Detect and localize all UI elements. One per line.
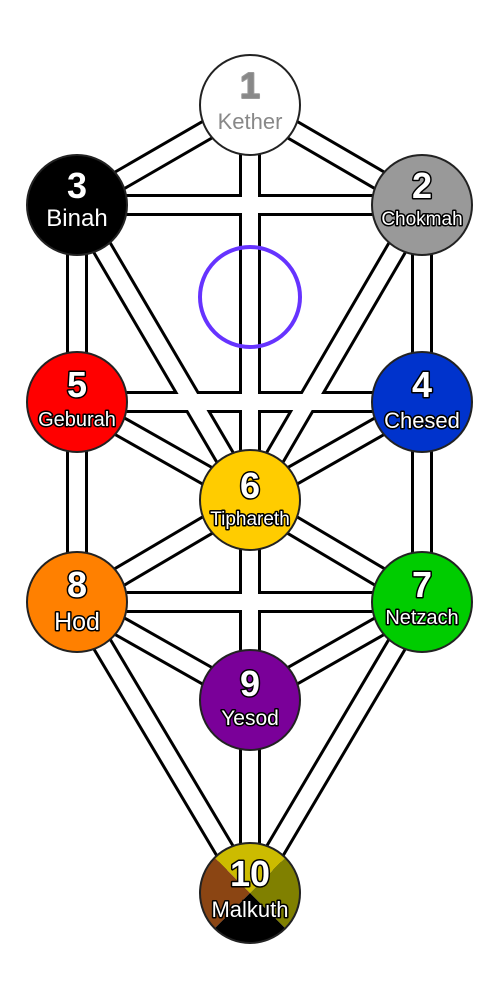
- sephira-chesed: 4 Chesed: [371, 351, 473, 453]
- yesod-number: 9: [240, 663, 260, 704]
- sephira-netzach: 7 Netzach: [371, 551, 473, 653]
- path-chokmah-tiphareth: [243, 200, 429, 505]
- chokmah-name: Chokmah: [381, 209, 462, 230]
- tiphareth-name: Tiphareth: [210, 509, 290, 530]
- path-hod-malkuth: [70, 597, 257, 898]
- malkuth-circle: [199, 842, 301, 944]
- path-netzach-malkuth: [243, 597, 429, 898]
- sephiroth-layer: 1 Kether 2 Chokmah 3 Binah 4 Chesed 5 Ge…: [26, 54, 473, 944]
- path-binah-tiphareth: [70, 200, 257, 505]
- hod-circle: [26, 551, 128, 653]
- chesed-name: Chesed: [384, 408, 460, 433]
- sephira-geburah: 5 Geburah: [26, 351, 128, 453]
- binah-name: Binah: [46, 205, 107, 232]
- tiphareth-circle: [199, 449, 301, 551]
- geburah-circle: [26, 351, 128, 453]
- kether-circle: [199, 54, 301, 156]
- hod-number: 8: [67, 564, 87, 605]
- malkuth-quadrant-top: [214, 843, 286, 893]
- sephira-binah: 3 Binah: [26, 154, 128, 256]
- netzach-number: 7: [412, 564, 432, 605]
- malkuth-quadrants: [200, 843, 300, 943]
- sephira-malkuth: 10 Malkuth: [199, 842, 301, 944]
- sephira-tiphareth: 6 Tiphareth: [199, 449, 301, 551]
- sephira-hod: 8 Hod: [26, 551, 128, 653]
- malkuth-quadrant-left: [200, 857, 250, 929]
- geburah-name: Geburah: [38, 409, 116, 431]
- sephira-kether: 1 Kether: [199, 54, 301, 156]
- chokmah-number: 2: [412, 165, 432, 206]
- geburah-number: 5: [67, 364, 87, 405]
- chesed-circle: [371, 351, 473, 453]
- sephira-chokmah: 2 Chokmah: [371, 154, 473, 256]
- malkuth-quadrant-bottom: [214, 893, 286, 943]
- malkuth-number: 10: [230, 853, 270, 894]
- binah-number: 3: [67, 165, 87, 206]
- tiphareth-number: 6: [240, 465, 260, 506]
- malkuth-quadrant-right: [250, 857, 300, 929]
- binah-circle: [26, 154, 128, 256]
- sephira-yesod: 9 Yesod: [199, 649, 301, 751]
- daath-circle: [198, 245, 302, 349]
- kether-number: 1: [240, 65, 260, 106]
- netzach-circle: [371, 551, 473, 653]
- yesod-name: Yesod: [221, 707, 279, 730]
- yesod-circle: [199, 649, 301, 751]
- chokmah-circle: [371, 154, 473, 256]
- hod-name: Hod: [54, 608, 100, 636]
- kether-name: Kether: [218, 109, 283, 134]
- malkuth-name: Malkuth: [211, 897, 288, 922]
- chesed-number: 4: [412, 364, 432, 405]
- netzach-name: Netzach: [385, 607, 458, 629]
